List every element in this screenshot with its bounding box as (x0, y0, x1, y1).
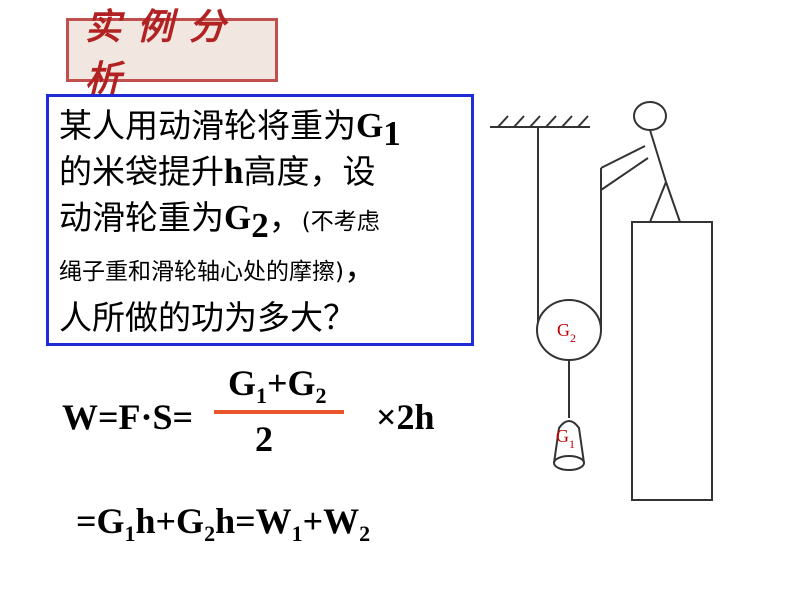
formula-part: +W (302, 501, 360, 541)
pulley-label: G2 (557, 320, 576, 345)
subscript: 1 (383, 114, 401, 153)
problem-note: (不考虑 (301, 209, 380, 235)
subscript: 2 (315, 383, 327, 408)
title-box: 实例分析 (66, 7, 278, 100)
problem-line-3: 动滑轮重为G2，(不考虑 (59, 195, 465, 245)
subscript: 2 (204, 521, 216, 546)
problem-line-4: 绳子重和滑轮轴心处的摩擦)， (59, 245, 465, 295)
var-h: h (224, 152, 244, 191)
fraction-bar (214, 410, 344, 414)
num-g: G (228, 363, 257, 403)
problem-text: ， (268, 198, 302, 237)
problem-text: 某人用动滑轮将重为 (59, 106, 356, 145)
problem-text: 的米袋提升 (59, 152, 224, 191)
problem-text: 动滑轮重为 (59, 198, 224, 237)
var-g: G (224, 198, 252, 237)
formula-2: =G1h+G2h=W1+W2 (76, 500, 370, 545)
pulley-diagram: G2 G1 (490, 101, 713, 501)
problem-line-2: 的米袋提升h高度，设 (59, 149, 465, 195)
ceiling-support (490, 115, 590, 128)
subscript: 1 (256, 383, 268, 408)
problem-text: 高度，设 (243, 152, 376, 191)
formula-part: h=W (215, 501, 292, 541)
problem-text: ， (343, 248, 377, 287)
formula-part: =G (76, 501, 125, 541)
subscript: 1 (291, 521, 303, 546)
fraction-denominator: 2 (255, 419, 273, 459)
person-figure (600, 101, 681, 223)
subscript: 2 (359, 521, 371, 546)
problem-note: 绳子重和滑轮轴心处的摩擦) (59, 259, 344, 285)
slide-title: 实例分析 (85, 7, 242, 100)
problem-line-1: 某人用动滑轮将重为G1 (59, 103, 465, 151)
var-g: G (356, 106, 384, 145)
formula-part: h+G (135, 501, 205, 541)
problem-question: 人所做的功为多大？ (59, 298, 356, 337)
formula-rhs: ×2h (376, 397, 435, 437)
rice-bag (553, 420, 585, 471)
num-plus-g: +G (267, 363, 316, 403)
formula-lhs: W=F·S= (62, 397, 194, 437)
problem-statement: 某人用动滑轮将重为G1 的米袋提升h高度，设 动滑轮重为G2，(不考虑 绳子重和… (46, 94, 474, 346)
fraction-numerator: G1+G2 (228, 362, 327, 407)
subscript: 2 (251, 206, 269, 245)
platform (631, 221, 713, 501)
subscript: 1 (124, 521, 136, 546)
problem-line-5: 人所做的功为多大？ (59, 295, 465, 341)
load-label: G1 (556, 426, 575, 451)
